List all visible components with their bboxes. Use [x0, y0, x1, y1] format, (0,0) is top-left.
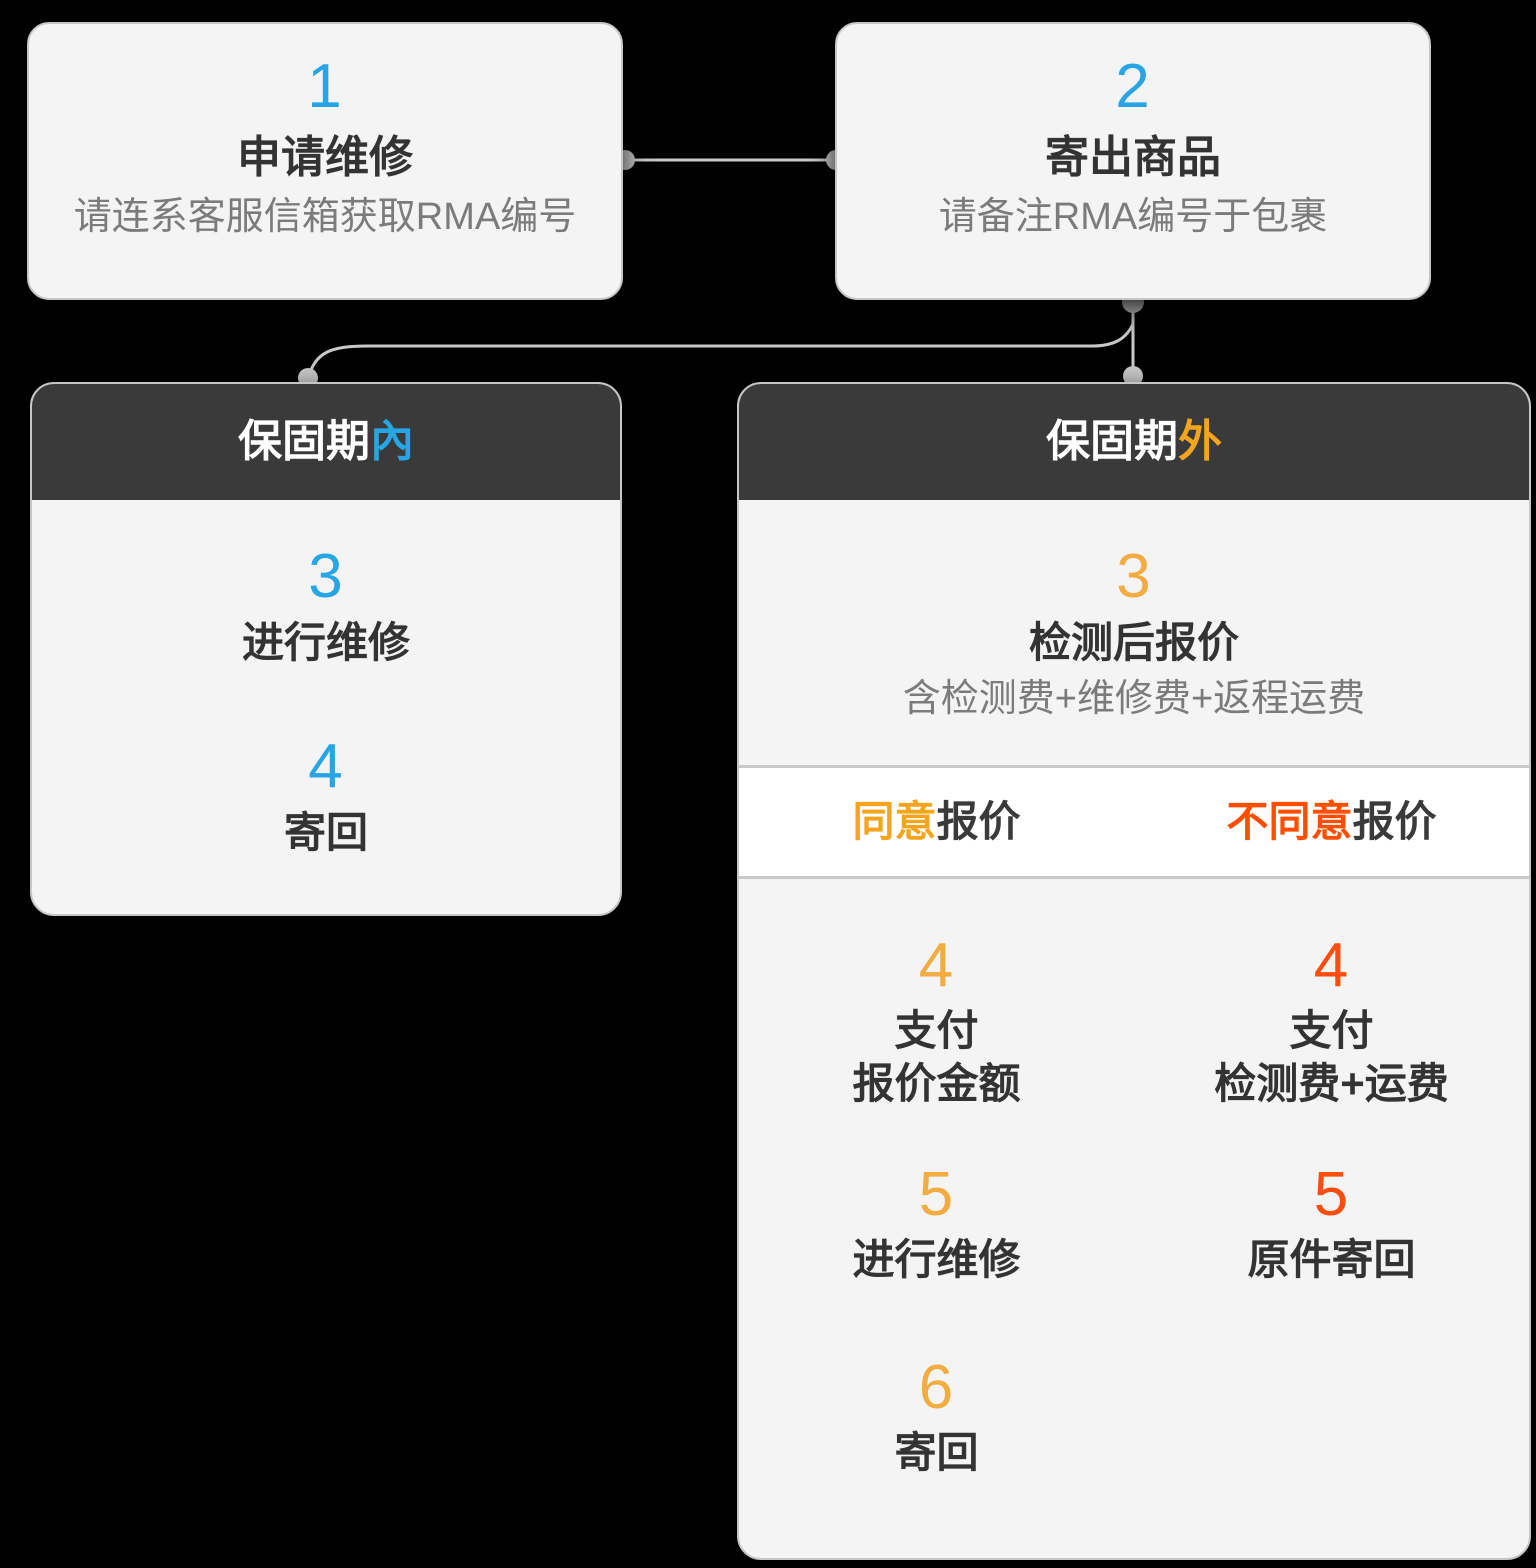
disagree-column: 4 支付 检测费+运费 5 原件寄回 [1134, 879, 1529, 1479]
quote-choice-band: 同意报价 不同意报价 [739, 765, 1529, 879]
in-step4-number: 4 [308, 732, 344, 801]
out-warranty-card: 保固期外 3 检测后报价 含检测费+维修费+返程运费 同意报价 不同意报价 4 … [737, 382, 1531, 1560]
in-step3-number: 3 [308, 542, 344, 611]
out-warranty-header-highlight: 外 [1178, 417, 1222, 466]
in-warranty-card: 保固期內 3 进行维修 4 寄回 [30, 382, 622, 916]
agree-rest: 报价 [936, 798, 1021, 845]
connector-step2-in [306, 323, 1135, 379]
agree-step4-text: 支付 报价金额 [852, 1005, 1020, 1110]
agree-column: 4 支付 报价金额 5 进行维修 6 寄回 [739, 879, 1134, 1479]
in-warranty-header-highlight: 內 [370, 417, 414, 466]
step1-number: 1 [307, 52, 343, 121]
disagree-step5-text: 原件寄回 [1247, 1236, 1416, 1283]
step1-card: 1 申请维修 请连系客服信箱获取RMA编号 [27, 22, 623, 300]
out-step3-number: 3 [1116, 542, 1152, 611]
disagree-step4-text: 支付 检测费+运费 [1214, 1005, 1449, 1110]
disagree-step4-line1: 支付 [1289, 1007, 1374, 1054]
out-warranty-header-text: 保固期 [1046, 417, 1178, 466]
agree-step5-text: 进行维修 [852, 1236, 1021, 1283]
disagree-step4-line2: 检测费+运费 [1214, 1059, 1449, 1107]
out-warranty-header: 保固期外 [739, 384, 1529, 500]
agree-quote-label: 同意报价 [739, 801, 1134, 843]
step1-description: 请连系客服信箱获取RMA编号 [73, 196, 577, 238]
agree-step4-line1: 支付 [894, 1007, 979, 1054]
in-warranty-header-text: 保固期 [238, 417, 370, 466]
out-step3-description: 含检测费+维修费+返程运费 [902, 678, 1366, 720]
step1-title: 申请维修 [237, 133, 413, 182]
agree-step5-number: 5 [918, 1160, 955, 1229]
agree-step6-text: 寄回 [894, 1428, 979, 1476]
disagree-step4-number: 4 [1313, 931, 1350, 1000]
agree-step4-number: 4 [918, 931, 955, 1000]
disagree-quote-label: 不同意报价 [1134, 801, 1529, 843]
out-step3-section: 3 检测后报价 含检测费+维修费+返程运费 [739, 546, 1529, 765]
choice-columns: 4 支付 报价金额 5 进行维修 6 寄回 4 支付 检测费+运费 5 原件寄回 [739, 879, 1529, 1479]
agree-step6-number: 6 [918, 1352, 955, 1422]
in-warranty-header: 保固期內 [32, 384, 620, 500]
agree-step4-line2: 报价金额 [852, 1059, 1021, 1107]
in-step3-title: 进行维修 [241, 619, 410, 666]
step2-number: 2 [1115, 52, 1151, 121]
out-step3-title: 检测后报价 [1028, 619, 1239, 666]
agree-highlight: 同意 [852, 798, 937, 845]
in-step4-title: 寄回 [283, 809, 368, 856]
step2-card: 2 寄出商品 请备注RMA编号于包裹 [835, 22, 1431, 300]
step2-title: 寄出商品 [1045, 133, 1221, 182]
disagree-rest: 报价 [1352, 798, 1437, 845]
disagree-step5-number: 5 [1313, 1160, 1350, 1229]
disagree-highlight: 不同意 [1226, 798, 1353, 845]
connector-dot [1123, 366, 1143, 386]
step2-description: 请备注RMA编号于包裹 [938, 196, 1328, 238]
